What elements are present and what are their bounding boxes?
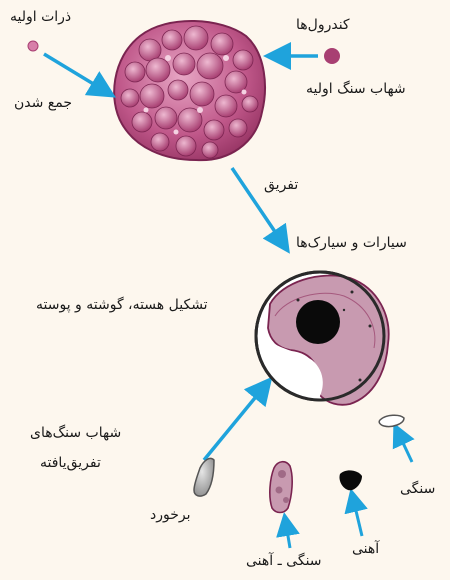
label-collision: برخورد [150, 506, 191, 524]
label-chondrules: کندرول‌ها [296, 16, 350, 34]
collision-fragment-grey [194, 458, 214, 496]
primary-meteorite-aggregate [114, 21, 265, 160]
label-primary-particles: ذرات اولیه [10, 8, 71, 26]
label-differentiated-meteorites-2: تفریق‌یافته [40, 454, 101, 472]
iron-meteorite-fragment [339, 470, 362, 490]
label-iron: آهنی [352, 540, 379, 558]
label-accumulation: جمع شدن [14, 94, 72, 112]
label-stony-iron: سنگی ـ آهنی [246, 552, 322, 570]
arrow-stony-iron [285, 518, 290, 548]
arrow-stony [396, 428, 412, 462]
chondrule-dot [324, 48, 340, 64]
label-planets-asteroids: سیارات و سیارک‌ها [296, 234, 407, 252]
label-core-mantle-crust: تشکیل هسته، گوشته و پوسته [36, 296, 208, 314]
primary-particle-dot [28, 41, 38, 51]
arrow-collision [204, 382, 268, 460]
label-primary-meteorite: شهاب سنگ اولیه [306, 80, 406, 98]
label-differentiated-meteorites-1: شهاب سنگ‌های [30, 424, 121, 442]
differentiated-planet [256, 272, 389, 405]
arrow-iron [352, 494, 362, 536]
stony-meteorite-fragment [379, 415, 404, 426]
label-stony: سنگی [400, 480, 435, 498]
arrow-particles-to-aggregate [44, 54, 110, 94]
stony-iron-fragment [270, 462, 292, 513]
label-differentiation: تفریق [264, 176, 298, 194]
